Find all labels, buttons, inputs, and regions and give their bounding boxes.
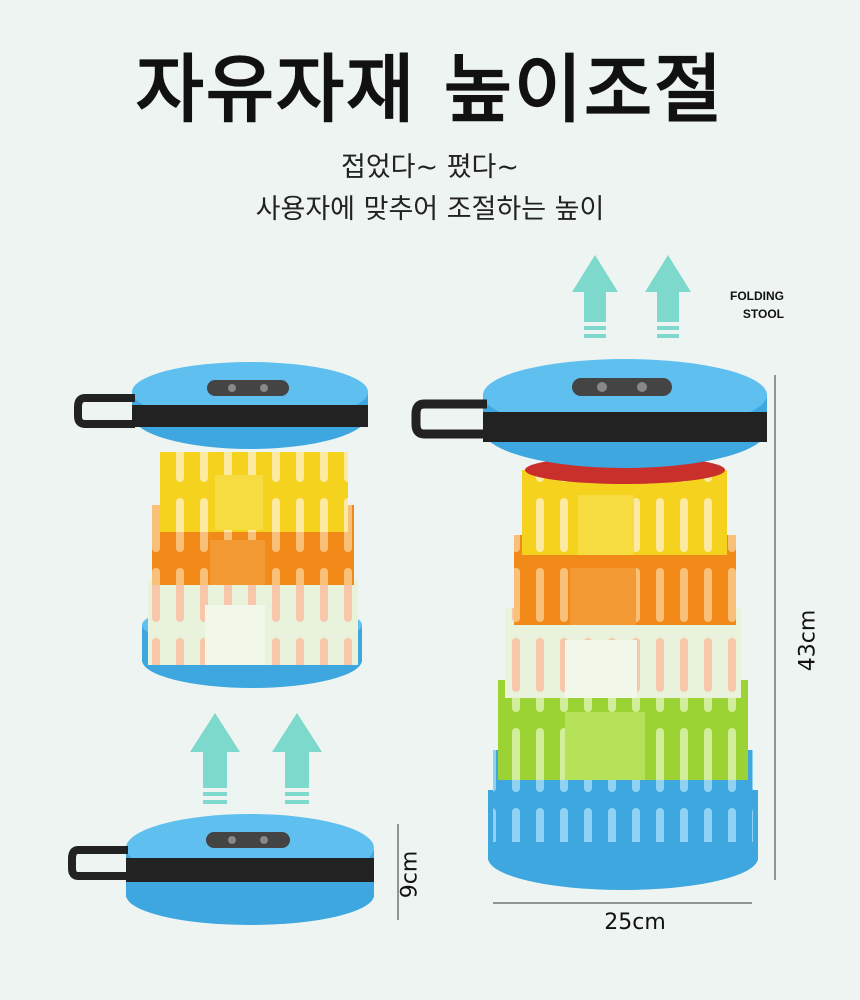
- headline: 자유자재 높이조절: [135, 47, 725, 133]
- folding-stool-icon: [74, 362, 368, 688]
- folded-height-label: 9cm: [397, 850, 423, 899]
- dimension-lines: [397, 375, 776, 920]
- folding-stool-icon: [68, 814, 374, 925]
- brand-label: FOLDING STOOL: [700, 287, 784, 323]
- subtitle-line-1: 접었다~ 폈다~: [340, 152, 520, 183]
- up-arrow-icon: [645, 255, 691, 338]
- up-arrow-icon: [272, 713, 322, 804]
- width-dimension-label: 25cm: [604, 910, 666, 935]
- brand-line-2: STOOL: [742, 307, 784, 321]
- folding-stool-icon: [411, 359, 767, 890]
- subtitle-line-2: 사용자에 맞추어 조절하는 높이: [255, 194, 605, 225]
- up-arrow-icon: [190, 713, 240, 804]
- up-arrow-icon: [572, 255, 618, 338]
- extended-height-label: 43cm: [795, 609, 821, 672]
- brand-line-1: FOLDING: [730, 289, 784, 303]
